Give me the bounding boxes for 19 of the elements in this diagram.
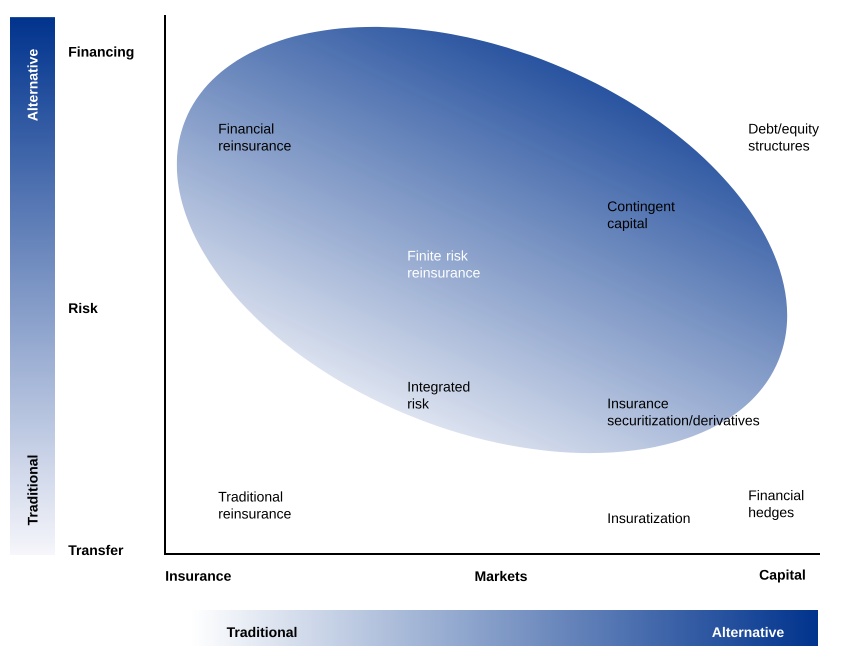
region-label: Financial reinsurance: [219, 123, 291, 151]
item-label: Insuratization: [608, 512, 690, 524]
axis-label: Insurance: [166, 571, 231, 581]
region-label: Insurance securitization/derivatives: [608, 398, 760, 426]
scale-label: Alternative: [27, 49, 38, 121]
axis-label: Risk: [69, 302, 98, 314]
axis-label: Financing: [69, 46, 134, 60]
item-label: Traditional reinsurance: [218, 491, 291, 519]
region-label: Contingent capital: [608, 200, 675, 232]
axis-label: Transfer: [68, 544, 124, 556]
region-label: Finite risk reinsurance: [408, 250, 480, 278]
axis-label: Markets: [476, 570, 527, 582]
axis-label: Capital: [760, 569, 805, 583]
scale-label: Alternative: [712, 626, 784, 638]
item-label: Financial hedges: [749, 490, 804, 520]
region-label: Integrated risk: [408, 381, 470, 409]
scale-label: Traditional: [226, 626, 296, 638]
item-label: Debt/equity structures: [748, 123, 819, 151]
scale-label: Traditional: [27, 456, 38, 526]
